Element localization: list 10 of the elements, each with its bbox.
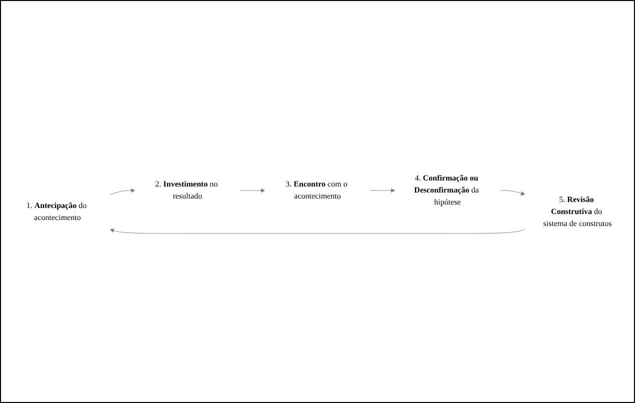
arrow <box>370 188 396 193</box>
arrow <box>500 190 526 196</box>
arrow <box>240 188 266 193</box>
node-text: 1. Antecipação do acontecimento <box>26 202 87 222</box>
node-text: 4. Confirmação ou Desconfirmação da hipótese <box>414 174 479 207</box>
node-text: 5. Revisão Construtiva do sistema de construtos <box>543 196 612 228</box>
arrow <box>110 228 526 234</box>
node-text: 2. Investimento no resultado <box>155 180 218 201</box>
arrow <box>110 188 136 196</box>
node-text: 3. Encontro com o acontecimento <box>286 180 348 201</box>
